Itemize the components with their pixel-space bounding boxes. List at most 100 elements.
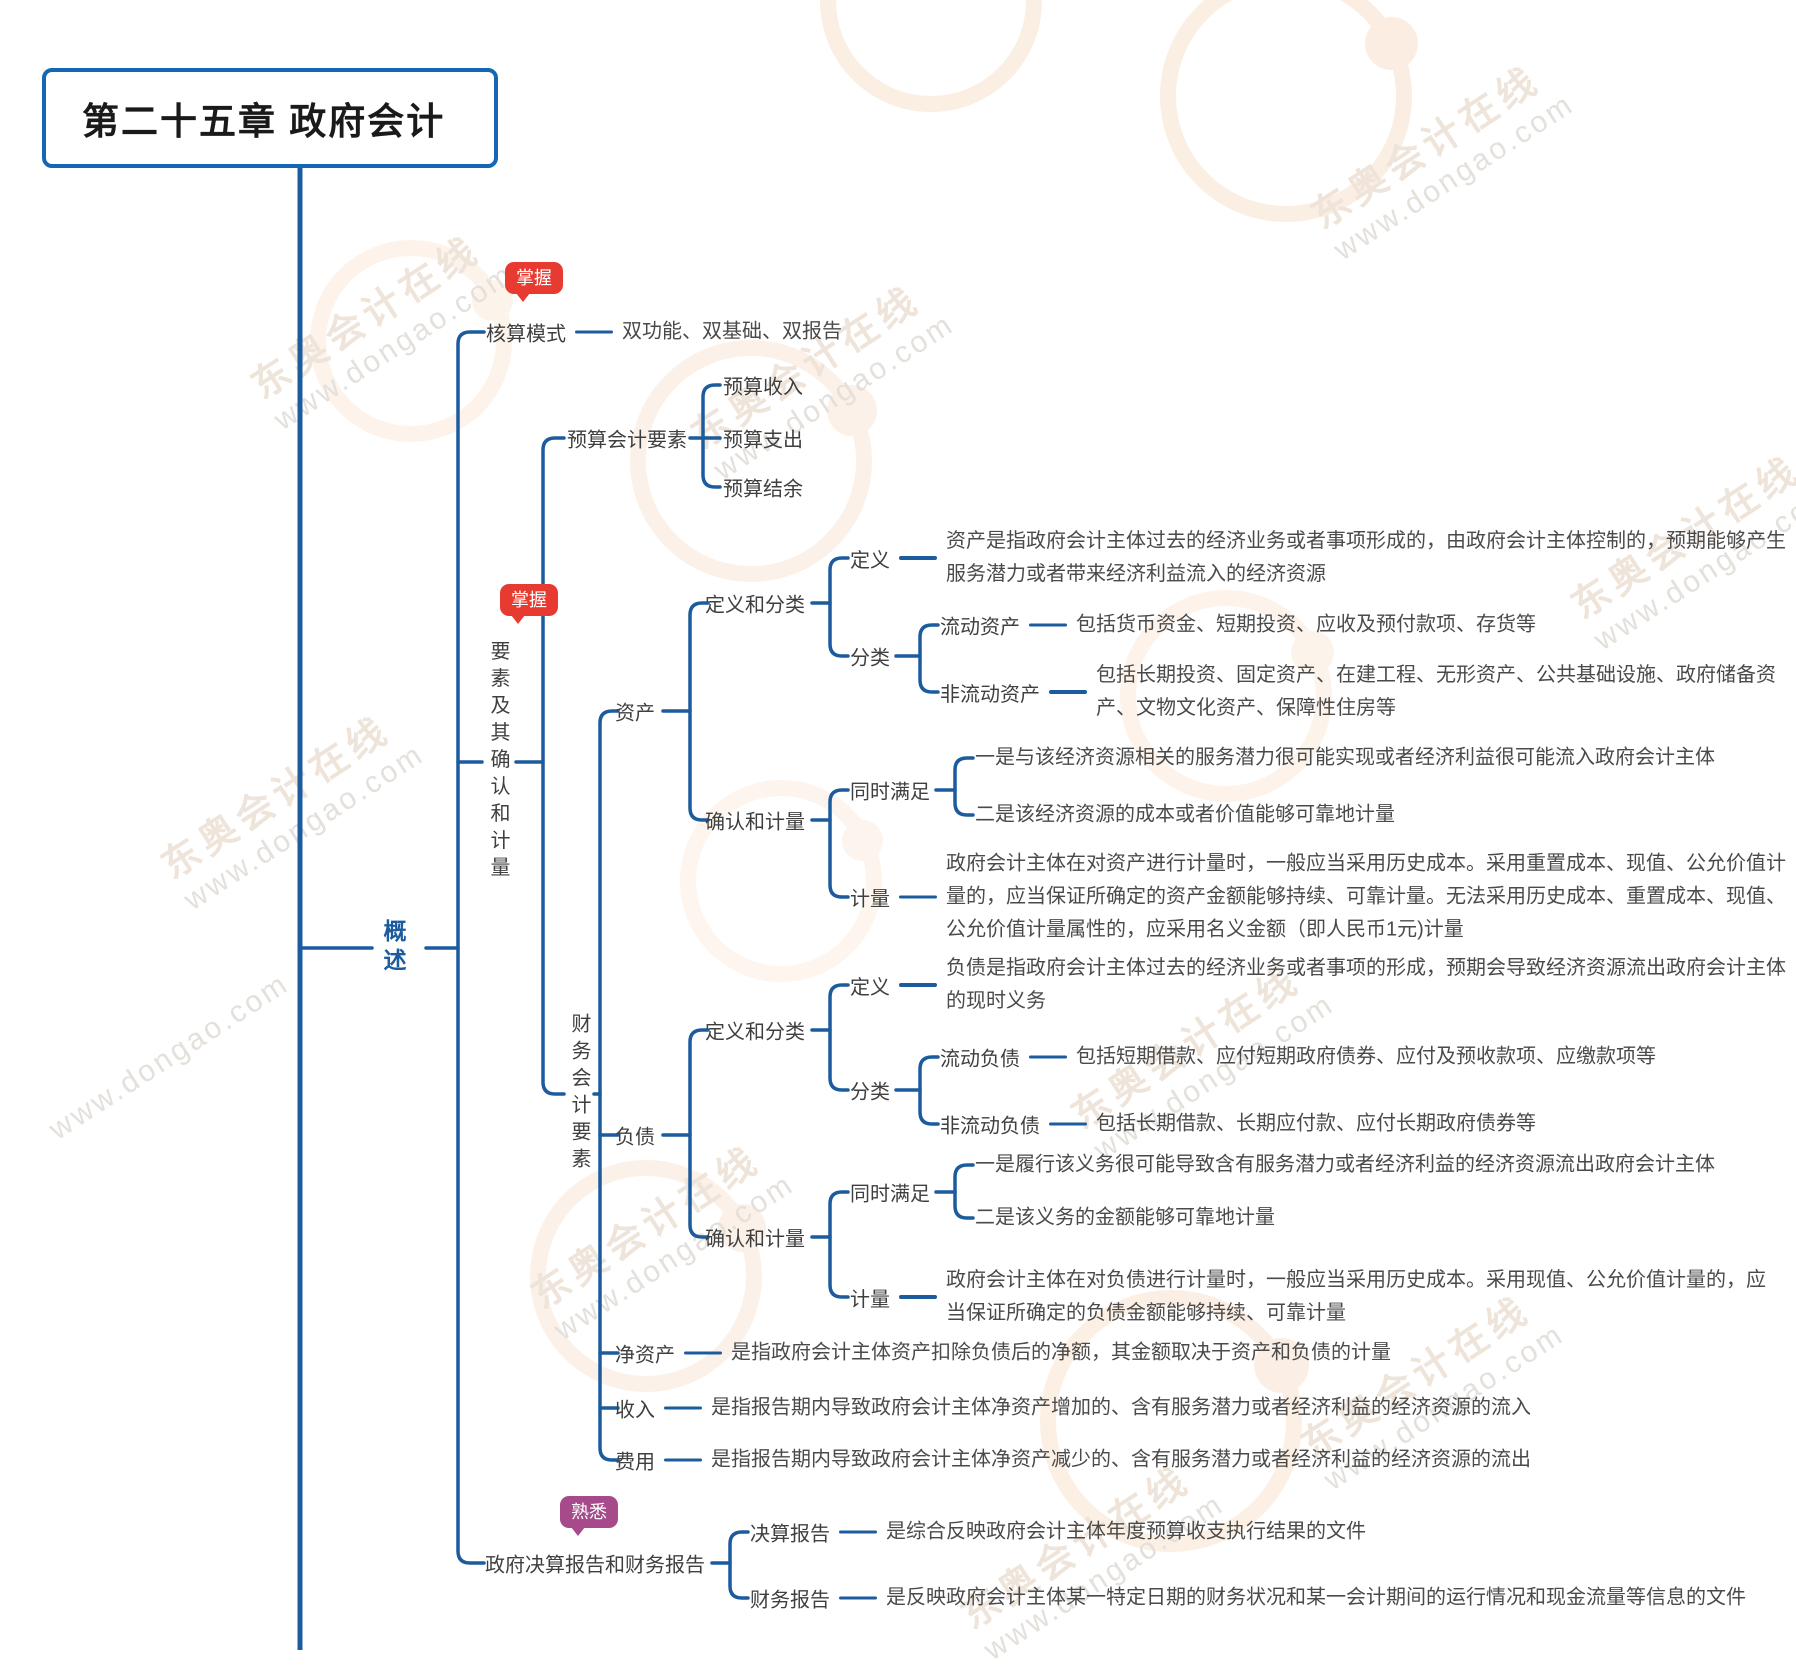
branch-line bbox=[1029, 623, 1067, 627]
expense-label: 费用 bbox=[615, 1451, 655, 1474]
branch-line bbox=[839, 1596, 877, 1600]
node-reports: 政府决算报告和财务报告 bbox=[485, 1549, 705, 1578]
node-budget-elements: 预算会计要素 bbox=[567, 424, 687, 453]
bracket bbox=[456, 330, 486, 1565]
accounting-model-label: 核算模式 bbox=[486, 323, 566, 346]
asset-current-label: 流动资产 bbox=[940, 616, 1020, 639]
bracket bbox=[688, 601, 710, 822]
liability-non-current-label: 非流动负债 bbox=[940, 1115, 1040, 1138]
node-asset-classification: 分类 bbox=[850, 642, 890, 671]
bracket bbox=[828, 1190, 850, 1299]
branch-line bbox=[575, 330, 613, 334]
badge-master-accounting-model: 掌握 bbox=[505, 262, 563, 302]
badge-master-elements: 掌握 bbox=[500, 584, 558, 624]
node-final-accounts-report: 决算报告 是综合反映政府会计主体年度预算收支执行结果的文件 bbox=[750, 1516, 1366, 1549]
branch-line bbox=[1029, 1055, 1067, 1059]
node-liability-definition: 定义 负债是指政府会计主体过去的经济业务或者事项的形成，预期会导致经济资源流出政… bbox=[850, 952, 1796, 1018]
bracket bbox=[828, 556, 850, 658]
branch-line bbox=[899, 556, 937, 560]
liability-definition-label: 定义 bbox=[850, 976, 890, 999]
asset-def-class-label: 定义和分类 bbox=[705, 594, 805, 617]
branch-line bbox=[899, 983, 937, 987]
chapter-title-text: 第二十五章 政府会计 bbox=[82, 101, 446, 142]
asset-label: 资产 bbox=[615, 702, 655, 725]
node-revenue: 收入 是指报告期内导致政府会计主体净资产增加的、含有服务潜力或者经济利益的经济资… bbox=[615, 1392, 1531, 1425]
budget-expenditure-label: 预算支出 bbox=[723, 429, 803, 452]
asset-condition-1-text: 一是与该经济资源相关的服务潜力很可能实现或者经济利益很可能流入政府会计主体 bbox=[975, 746, 1715, 769]
node-elements: 要素及其确认和计量 bbox=[487, 640, 509, 884]
node-asset-def-class: 定义和分类 bbox=[705, 589, 805, 618]
branch-line bbox=[664, 1406, 702, 1410]
node-liability-def-class: 定义和分类 bbox=[705, 1016, 805, 1045]
branch-line bbox=[1049, 1122, 1087, 1126]
expense-text: 是指报告期内导致政府会计主体净资产减少的、含有服务潜力或者经济利益的经济资源的流… bbox=[711, 1448, 1531, 1471]
liability-def-class-label: 定义和分类 bbox=[705, 1021, 805, 1044]
bracket bbox=[598, 709, 620, 1462]
node-budget-income: 预算收入 bbox=[723, 371, 803, 400]
liability-measurement-label: 计量 bbox=[850, 1288, 890, 1311]
liability-non-current-text: 包括长期借款、长期应付款、应付长期政府债券等 bbox=[1096, 1112, 1536, 1135]
financial-report-text: 是反映政府会计主体某一特定日期的财务状况和某一会计期间的运行情况和现金流量等信息… bbox=[886, 1586, 1746, 1609]
financial-report-label: 财务报告 bbox=[750, 1589, 830, 1612]
node-asset-condition-2: 二是该经济资源的成本或者价值能够可靠地计量 bbox=[975, 799, 1395, 832]
badge-familiar-reports: 熟悉 bbox=[560, 1496, 618, 1536]
branch-line bbox=[839, 1530, 877, 1534]
node-liability-measurement: 计量 政府会计主体在对负债进行计量时，一般应当采用历史成本。采用现值、公允价值计… bbox=[850, 1264, 1776, 1330]
node-liability-classification: 分类 bbox=[850, 1076, 890, 1105]
liability-condition-1-text: 一是履行该义务很可能导致含有服务潜力或者经济利益的经济资源流出政府会计主体 bbox=[975, 1153, 1715, 1176]
budget-income-label: 预算收入 bbox=[723, 376, 803, 399]
liability-definition-text: 负债是指政府会计主体过去的经济业务或者事项的形成，预期会导致经济资源流出政府会计… bbox=[946, 957, 1786, 1012]
branch-line bbox=[1049, 690, 1087, 694]
liability-current-label: 流动负债 bbox=[940, 1048, 1020, 1071]
final-accounts-report-text: 是综合反映政府会计主体年度预算收支执行结果的文件 bbox=[886, 1520, 1366, 1543]
node-liability-current: 流动负债 包括短期借款、应付短期政府债券、应付及预收款项、应缴款项等 bbox=[940, 1041, 1656, 1074]
node-liability: 负债 bbox=[615, 1121, 655, 1150]
liability-condition-2-text: 二是该义务的金额能够可靠地计量 bbox=[975, 1206, 1275, 1229]
node-liability-condition-1: 一是履行该义务很可能导致含有服务潜力或者经济利益的经济资源流出政府会计主体 bbox=[975, 1149, 1715, 1182]
liability-recognition-label: 确认和计量 bbox=[705, 1228, 805, 1251]
node-asset: 资产 bbox=[615, 697, 655, 726]
node-liability-non-current: 非流动负债 包括长期借款、长期应付款、应付长期政府债券等 bbox=[940, 1108, 1536, 1141]
node-budget-balance: 预算结余 bbox=[723, 473, 803, 502]
final-accounts-report-label: 决算报告 bbox=[750, 1523, 830, 1546]
node-asset-definition: 定义 资产是指政府会计主体过去的经济业务或者事项形成的，由政府会计主体控制的，预… bbox=[850, 525, 1796, 591]
asset-measurement-text: 政府会计主体在对资产进行计量时，一般应当采用历史成本。采用重置成本、现值、公允价… bbox=[946, 852, 1786, 941]
branch-line bbox=[899, 1295, 937, 1299]
node-financial-report: 财务报告 是反映政府会计主体某一特定日期的财务状况和某一会计期间的运行情况和现金… bbox=[750, 1582, 1746, 1615]
node-liability-condition-2: 二是该义务的金额能够可靠地计量 bbox=[975, 1202, 1275, 1235]
node-asset-non-current: 非流动资产 包括长期投资、固定资产、在建工程、无形资产、公共基础设施、政府储备资… bbox=[940, 659, 1786, 725]
node-asset-measurement: 计量 政府会计主体在对资产进行计量时，一般应当采用历史成本。采用重置成本、现值、… bbox=[850, 848, 1796, 947]
net-assets-label: 净资产 bbox=[615, 1344, 675, 1367]
liability-conditions-label: 同时满足 bbox=[850, 1183, 930, 1206]
bracket bbox=[701, 383, 722, 489]
branch-line bbox=[684, 1351, 722, 1355]
revenue-label: 收入 bbox=[615, 1399, 655, 1422]
budget-balance-label: 预算结余 bbox=[723, 478, 803, 501]
asset-definition-label: 定义 bbox=[850, 549, 890, 572]
chapter-title: 第二十五章 政府会计 bbox=[42, 68, 498, 168]
bracket bbox=[828, 983, 850, 1092]
liability-classification-label: 分类 bbox=[850, 1081, 890, 1104]
asset-definition-text: 资产是指政府会计主体过去的经济业务或者事项形成的，由政府会计主体控制的，预期能够… bbox=[946, 530, 1786, 585]
asset-non-current-text: 包括长期投资、固定资产、在建工程、无形资产、公共基础设施、政府储备资产、文物文化… bbox=[1096, 664, 1776, 719]
node-liability-conditions: 同时满足 bbox=[850, 1178, 930, 1207]
asset-current-text: 包括货币资金、短期投资、应收及预付款项、存货等 bbox=[1076, 613, 1536, 636]
branch-line bbox=[899, 895, 937, 899]
bracket bbox=[918, 1055, 940, 1126]
node-asset-condition-1: 一是与该经济资源相关的服务潜力很可能实现或者经济利益很可能流入政府会计主体 bbox=[975, 742, 1715, 775]
branch-line bbox=[664, 1458, 702, 1462]
asset-condition-2-text: 二是该经济资源的成本或者价值能够可靠地计量 bbox=[975, 803, 1395, 826]
bracket bbox=[828, 788, 850, 899]
node-asset-conditions: 同时满足 bbox=[850, 776, 930, 805]
liability-label: 负债 bbox=[615, 1126, 655, 1149]
bracket bbox=[541, 436, 566, 1096]
liability-current-text: 包括短期借款、应付短期政府债券、应付及预收款项、应缴款项等 bbox=[1076, 1045, 1656, 1068]
asset-classification-label: 分类 bbox=[850, 647, 890, 670]
node-asset-recognition: 确认和计量 bbox=[705, 806, 805, 835]
accounting-model-value: 双功能、双基础、双报告 bbox=[622, 320, 842, 343]
bracket bbox=[728, 1530, 750, 1600]
liability-measurement-text: 政府会计主体在对负债进行计量时，一般应当采用历史成本。采用现值、公允价值计量的，… bbox=[946, 1269, 1766, 1324]
bracket bbox=[688, 1028, 710, 1239]
node-net-assets: 净资产 是指政府会计主体资产扣除负债后的净额，其金额取决于资产和负债的计量 bbox=[615, 1337, 1391, 1370]
